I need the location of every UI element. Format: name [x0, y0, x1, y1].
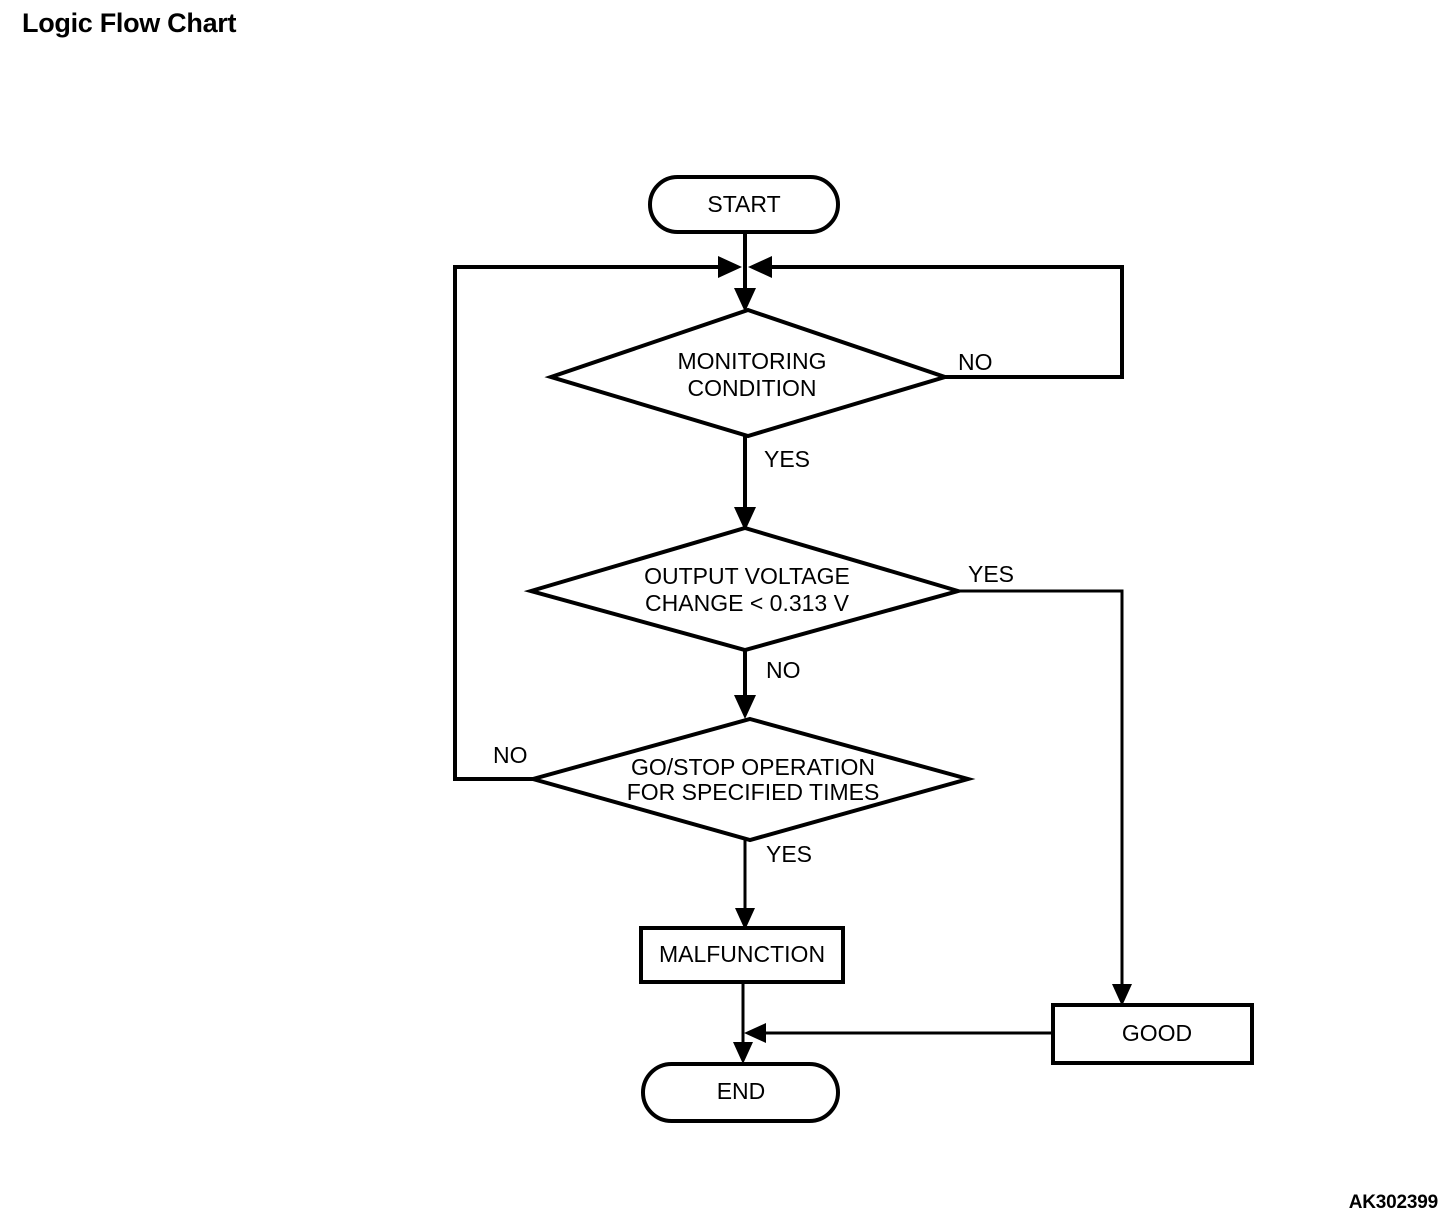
edge-gostop-no-feedback	[453, 256, 742, 781]
node-start[interactable]: START	[648, 175, 840, 234]
edge-label-voltage-yes: YES	[968, 561, 1014, 587]
node-end-label: END	[717, 1078, 766, 1104]
page-title: Logic Flow Chart	[22, 8, 237, 38]
edge-junction-to-monitoring	[734, 268, 756, 312]
edge-gostop-yes	[735, 840, 755, 930]
edge-label-monitoring-no: NO	[958, 349, 993, 375]
edge-label-gostop-no: NO	[493, 742, 528, 768]
node-output-voltage-change[interactable]: OUTPUT VOLTAGE CHANGE < 0.313 V	[523, 525, 966, 653]
node-monitoring-label-line2: CONDITION	[687, 375, 816, 401]
node-voltage-label-line2: CHANGE < 0.313 V	[645, 590, 850, 616]
node-gostop-label-line1: GO/STOP OPERATION	[631, 754, 875, 780]
node-gostop-operation[interactable]: GO/STOP OPERATION FOR SPECIFIED TIMES	[525, 716, 976, 843]
node-gostop-label-line2: FOR SPECIFIED TIMES	[627, 779, 880, 805]
node-good[interactable]: GOOD	[1051, 1003, 1254, 1065]
figure-reference-code: AK302399	[1348, 1192, 1438, 1213]
node-end[interactable]: END	[641, 1062, 840, 1123]
edge-good-to-end	[744, 1023, 1053, 1043]
node-start-label: START	[707, 191, 780, 217]
edge-label-monitoring-yes: YES	[764, 446, 810, 472]
node-malfunction-label: MALFUNCTION	[659, 941, 825, 967]
edge-label-voltage-no: NO	[766, 657, 801, 683]
edge-label-gostop-yes: YES	[766, 841, 812, 867]
edge-voltage-yes	[958, 589, 1132, 1006]
node-good-label: GOOD	[1122, 1020, 1192, 1046]
node-monitoring-condition[interactable]: MONITORING CONDITION	[544, 307, 952, 439]
node-malfunction[interactable]: MALFUNCTION	[639, 926, 845, 984]
node-monitoring-label-line1: MONITORING	[677, 348, 826, 374]
edge-monitoring-yes	[734, 436, 756, 531]
edge-malfunction-to-end	[733, 982, 753, 1064]
edge-voltage-no	[734, 650, 756, 719]
node-voltage-label-line1: OUTPUT VOLTAGE	[644, 563, 850, 589]
edge-monitoring-no-feedback	[748, 256, 1124, 379]
